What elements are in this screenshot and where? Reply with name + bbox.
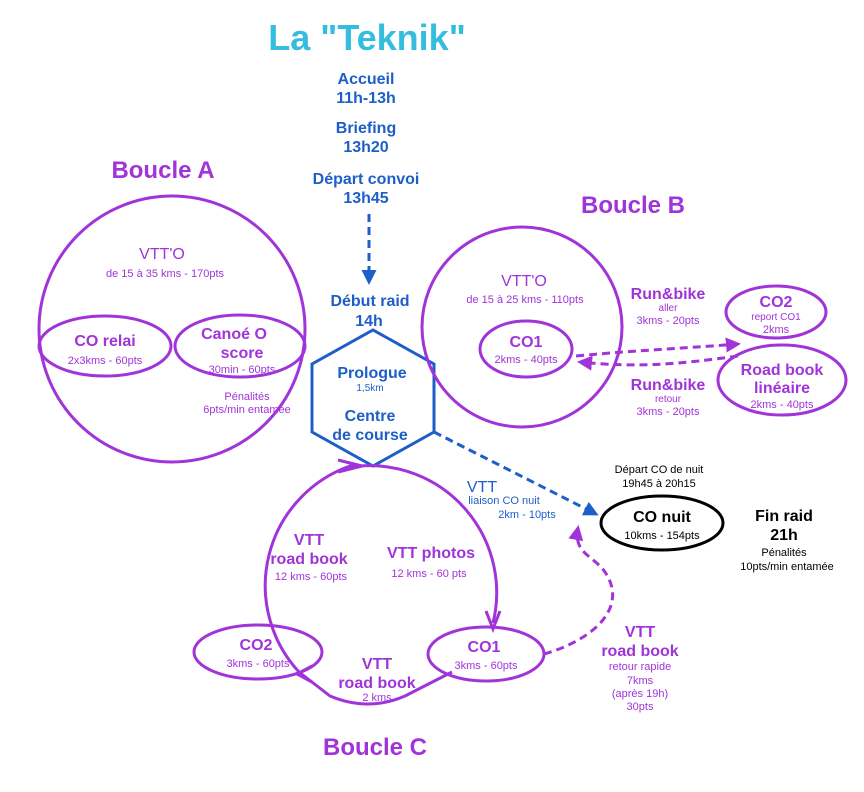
vtt-roadbook-detail: 12 kms - 60pts (275, 571, 348, 583)
boucle-b-co2-label: CO2 (760, 294, 793, 311)
boucle-b-title: Boucle B (581, 192, 685, 219)
boucle-b-co2-ellipse (724, 284, 828, 340)
liaison-detail: 2km - 10pts (498, 509, 556, 521)
runbike-aller-label: Run&bike (631, 286, 706, 303)
briefing-label: Briefing (336, 120, 396, 137)
runbike-retour-sub: retour (655, 394, 682, 405)
centre-course-hexagon (310, 328, 436, 468)
co-nuit-label: CO nuit (633, 509, 691, 526)
runbike-retour-arrow (577, 354, 739, 371)
centre-label-1: Centre (345, 408, 396, 425)
runbike-aller-arrow (575, 337, 741, 358)
co-relai-label: CO relai (74, 333, 135, 350)
vtt-roadbook-label-2: road book (270, 551, 347, 568)
retour-sub-3: (après 19h) (612, 688, 668, 700)
boucle-b-co2-sub: report CO1 (751, 312, 801, 323)
co-nuit-depart-2: 19h45 à 20h15 (622, 478, 695, 490)
runbike-aller-detail: 3kms - 20pts (637, 315, 700, 327)
fin-raid-penalites-2: 10pts/min entamée (740, 561, 834, 573)
boucle-c-co1-label: CO1 (468, 639, 501, 656)
vtt-roadbook2-detail: 2 kms (362, 692, 392, 704)
debut-raid-label: Début raid (330, 293, 409, 310)
vtt-roadbook-label-1: VTT (294, 532, 324, 549)
boucle-c-co1-detail: 3kms - 60pts (455, 660, 518, 672)
canoe-label-1: Canoé O (201, 326, 267, 343)
retour-sub-2: 7kms (627, 675, 654, 687)
boucle-a-vtto-label: VTT'O (139, 246, 185, 263)
boucle-c-arrowhead-right (484, 610, 502, 634)
boucle-b-co1-detail: 2kms - 40pts (495, 354, 558, 366)
fin-raid-label: Fin raid (755, 508, 813, 525)
boucle-c-loop-arrow (263, 464, 499, 706)
roadbook-lineaire-label-1: Road book (741, 362, 824, 379)
fin-raid-time: 21h (770, 527, 798, 544)
vtt-photos-detail: 12 kms - 60 pts (391, 568, 467, 580)
boucle-b-circle (420, 225, 624, 429)
liaison-label: VTT (467, 479, 497, 496)
briefing-time: 13h20 (343, 139, 388, 156)
canoe-detail: 30min - 60pts (209, 364, 276, 376)
boucle-b-co1-label: CO1 (510, 334, 543, 351)
diagram-title: La "Teknik" (268, 17, 466, 58)
boucle-c-co2-ellipse (192, 623, 324, 681)
canoe-ellipse (173, 313, 307, 379)
retour-rapide-arrow (543, 525, 615, 656)
prologue-distance: 1,5km (356, 383, 383, 394)
boucle-a-penalites-2: 6pts/min entamée (203, 404, 290, 416)
co-nuit-depart-1: Départ CO de nuit (615, 464, 704, 476)
co-relai-detail: 2x3kms - 60pts (68, 355, 143, 367)
boucle-a-penalites-1: Pénalités (224, 391, 270, 403)
accueil-label: Accueil (338, 71, 395, 88)
boucle-b-vtto-label: VTT'O (501, 273, 547, 290)
roadbook-lineaire-ellipse (716, 343, 848, 417)
vtt-roadbook2-label-1: VTT (362, 656, 392, 673)
boucle-c-co2-label: CO2 (240, 637, 273, 654)
debut-raid-time: 14h (355, 313, 383, 330)
accueil-time: 11h-13h (336, 90, 396, 107)
vtt-roadbook2-label-2: road book (338, 675, 415, 692)
boucle-a-title: Boucle A (111, 157, 214, 184)
co-nuit-ellipse (599, 494, 725, 552)
canoe-label-2: score (221, 345, 264, 362)
runbike-retour-detail: 3kms - 20pts (637, 406, 700, 418)
centre-label-2: de course (332, 427, 408, 444)
boucle-c-arrowhead-top (337, 458, 363, 474)
fin-raid-penalites-1: Pénalités (761, 547, 807, 559)
runbike-retour-label: Run&bike (631, 377, 706, 394)
runbike-aller-sub: aller (659, 303, 679, 314)
boucle-c-co2-detail: 3kms - 60pts (227, 658, 290, 670)
retour-sub-1: retour rapide (609, 661, 671, 673)
boucle-a-circle (37, 194, 307, 464)
depart-convoi-label: Départ convoi (313, 171, 420, 188)
prologue-label: Prologue (337, 365, 406, 382)
depart-convoi-time: 13h45 (343, 190, 388, 207)
boucle-b-vtto-detail: de 15 à 25 kms - 110pts (466, 294, 584, 306)
retour-sub-4: 30pts (627, 701, 654, 713)
retour-label-2: road book (601, 643, 678, 660)
vtt-photos-label: VTT photos (387, 545, 475, 562)
retour-label-1: VTT (625, 624, 655, 641)
roadbook-lineaire-label-2: linéaire (754, 380, 810, 397)
co-relai-ellipse (37, 314, 173, 378)
co-nuit-detail: 10kms - 154pts (624, 530, 700, 542)
boucle-b-co2-detail: 2kms (763, 324, 790, 336)
boucle-b-co1-ellipse (478, 319, 574, 379)
boucle-a-vtto-detail: de 15 à 35 kms - 170pts (106, 268, 225, 280)
boucle-c-title: Boucle C (323, 734, 427, 761)
liaison-arrow (433, 430, 599, 516)
roadbook-lineaire-detail: 2kms - 40pts (751, 399, 814, 411)
liaison-sub: liaison CO nuit (468, 495, 540, 507)
